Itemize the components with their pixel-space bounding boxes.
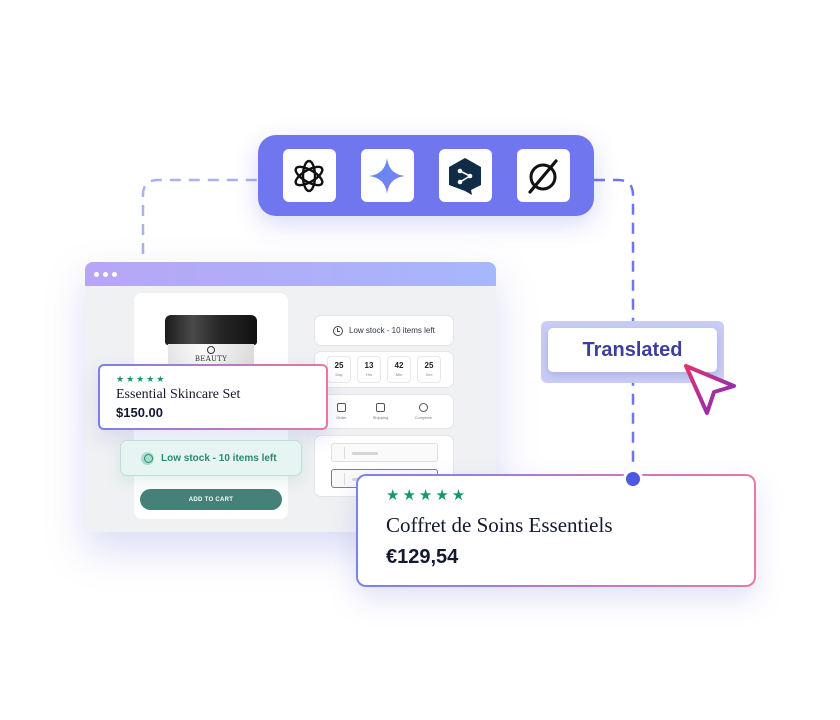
perplexity-icon <box>528 158 558 194</box>
step-order: Order <box>336 403 346 420</box>
browser-titlebar <box>85 262 496 286</box>
stock-widget-label: Low stock - 10 items left <box>349 326 435 335</box>
translated-button-frame: Translated <box>541 321 724 383</box>
original-product-title: Essential Skincare Set <box>116 387 241 402</box>
variant-option-selected[interactable] <box>331 469 438 488</box>
box-icon <box>336 403 346 412</box>
ai-provider-bar <box>258 135 594 216</box>
jar-brand-text: BEAUTY <box>194 355 228 363</box>
delivery-steps-widget: Order Shipping Complete <box>314 394 454 429</box>
low-stock-label: Low stock - 10 items left <box>161 452 277 464</box>
variant-selector <box>314 435 454 497</box>
provider-chatgpt[interactable] <box>282 149 336 202</box>
original-product-price: $150.00 <box>116 405 163 420</box>
clock-icon <box>333 325 343 336</box>
provider-deepl[interactable] <box>438 149 492 202</box>
stock-widget: Low stock - 10 items left <box>314 315 454 346</box>
window-dot <box>94 271 99 277</box>
low-stock-badge: Low stock - 10 items left <box>120 440 302 476</box>
jar-body: BEAUTY <box>168 344 254 370</box>
gemini-icon <box>369 157 405 194</box>
rating-stars: ★★★★★ <box>386 487 469 504</box>
step-complete: Complete <box>415 403 432 420</box>
connector-node <box>623 469 643 489</box>
jar-lid <box>165 315 257 345</box>
add-to-cart-button[interactable]: ADD TO CART <box>140 489 282 510</box>
translated-product-price: €129,54 <box>386 546 459 568</box>
browser-window: BEAUTY ADD TO CART Low stock - 10 items … <box>85 262 496 532</box>
check-circle-icon <box>418 403 428 412</box>
translated-product-title: Coffret de Soins Essentiels <box>386 513 613 537</box>
deepl-icon <box>449 157 481 195</box>
chatgpt-icon <box>294 159 324 192</box>
shipping-icon <box>376 403 386 412</box>
rating-stars: ★★★★★ <box>116 374 167 384</box>
provider-perplexity[interactable] <box>516 149 570 202</box>
window-dot <box>103 271 108 277</box>
product-image: BEAUTY <box>165 315 257 370</box>
brand-logo-icon <box>207 346 215 354</box>
step-shipping: Shipping <box>373 403 388 420</box>
provider-gemini[interactable] <box>360 149 414 202</box>
variant-thumbnail <box>335 473 345 485</box>
translated-product-card: ★★★★★ Coffret de Soins Essentiels €129,5… <box>356 474 756 587</box>
window-dot <box>112 271 117 277</box>
variant-thumbnail <box>335 447 345 459</box>
cursor-arrow-icon <box>684 364 736 415</box>
variant-option[interactable] <box>331 443 438 462</box>
original-product-card: ★★★★★ Essential Skincare Set $150.00 <box>98 364 328 430</box>
translated-button[interactable]: Translated <box>548 328 717 372</box>
clock-icon <box>141 451 154 465</box>
